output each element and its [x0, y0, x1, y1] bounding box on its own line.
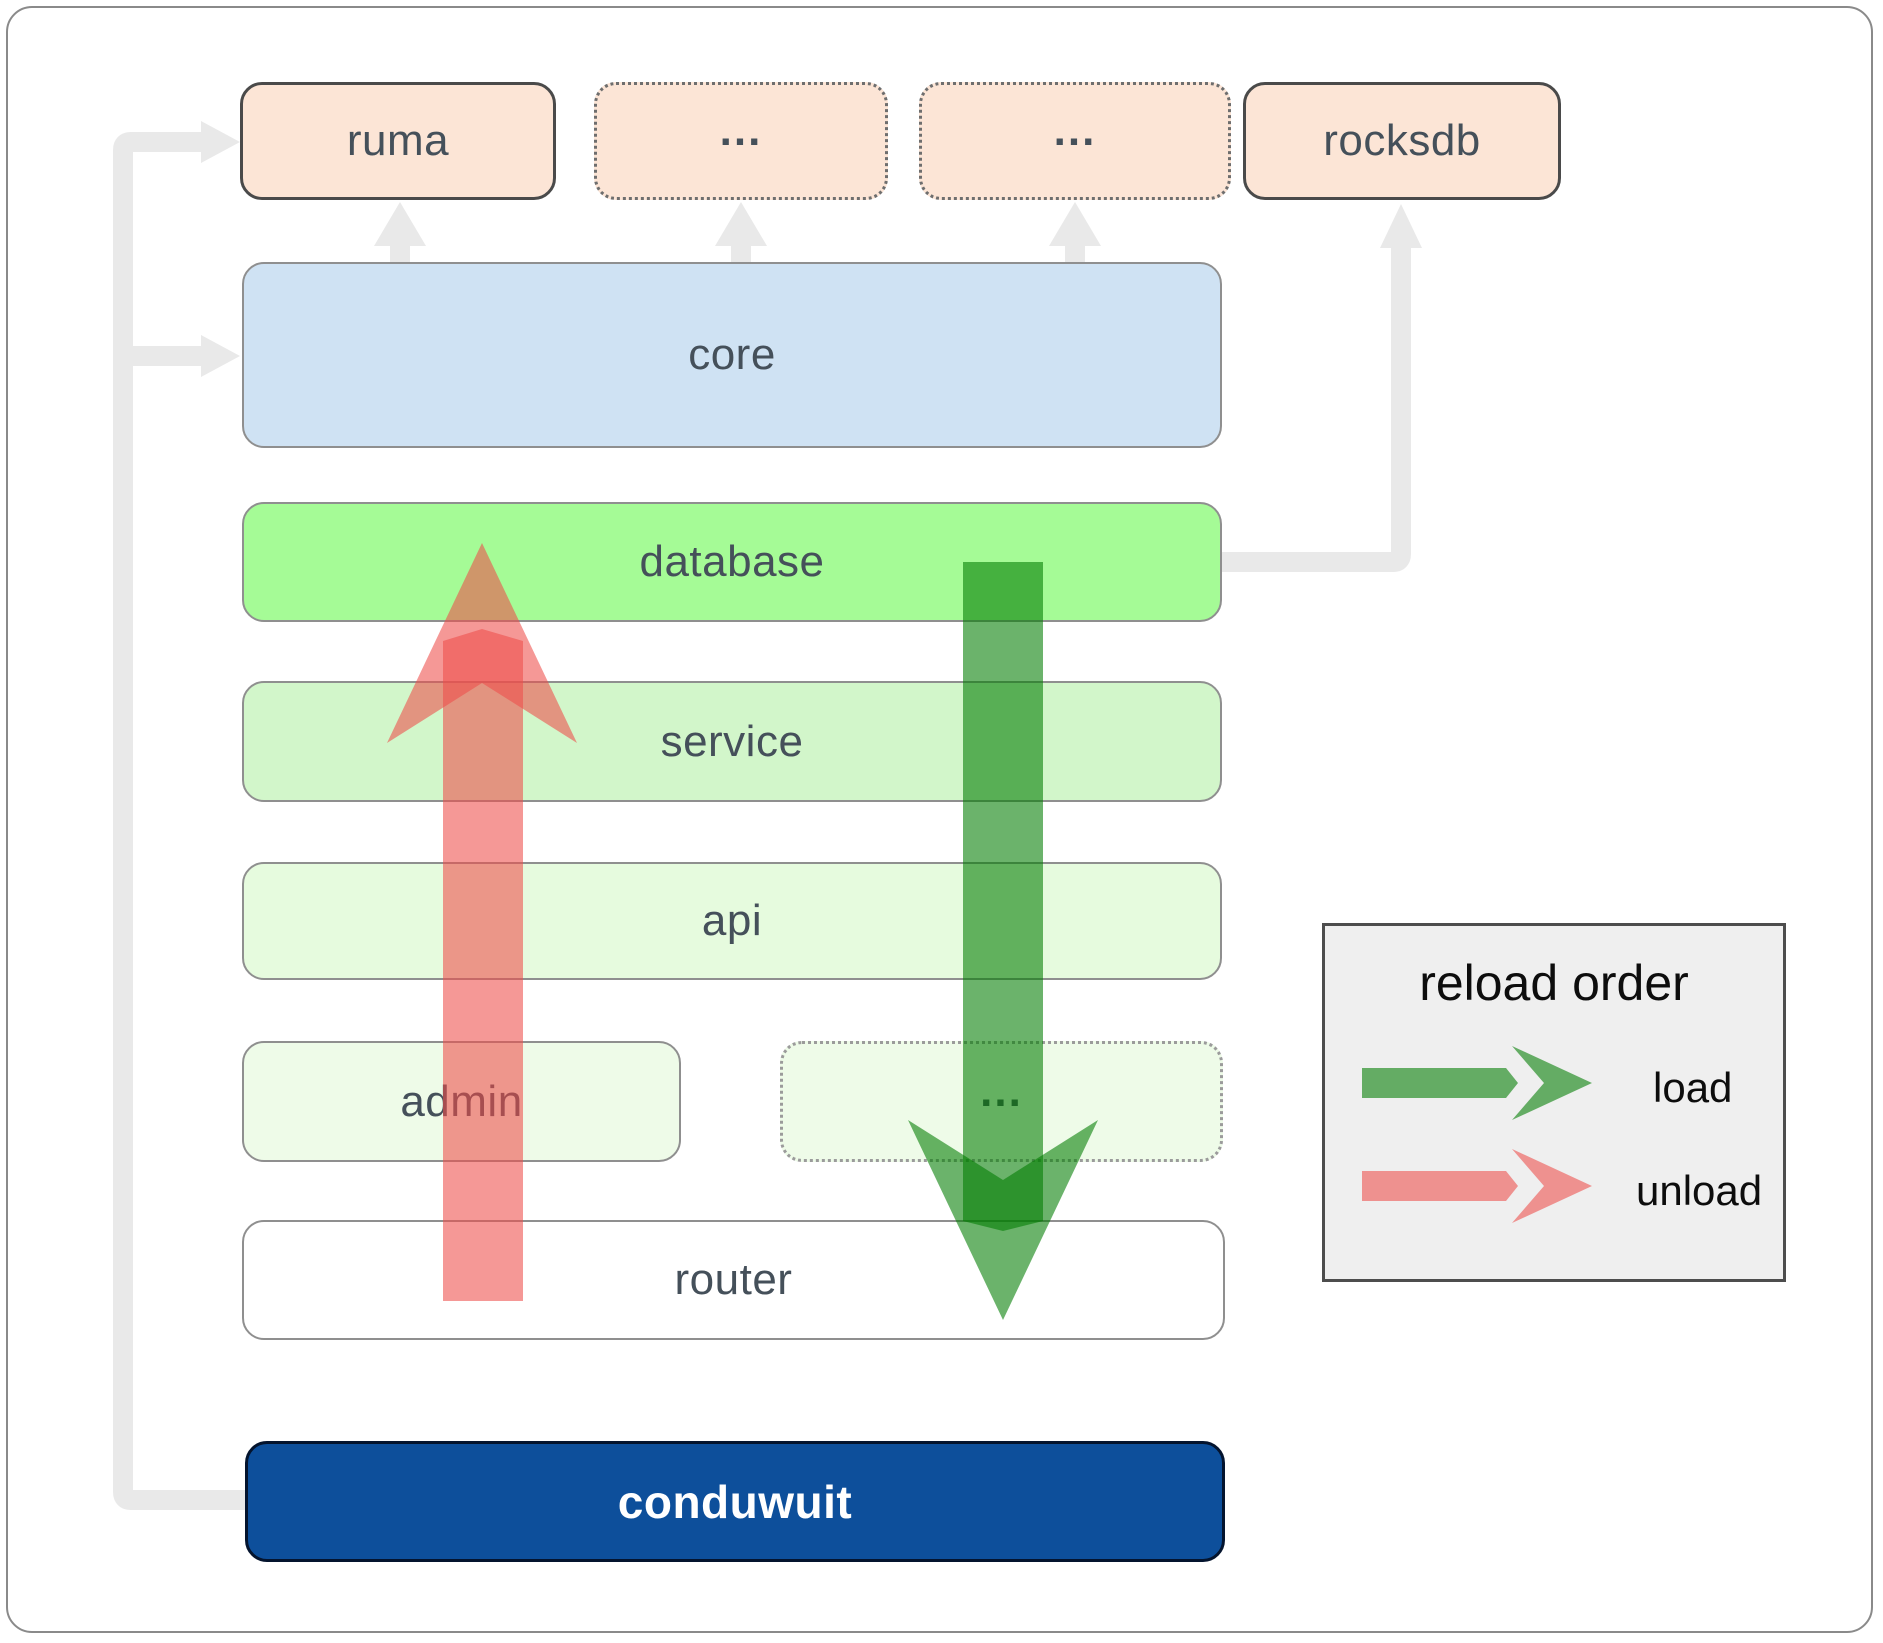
node-rocksdb-label: rocksdb: [1323, 116, 1481, 165]
node-ellipsis-top-2: ...: [919, 82, 1231, 200]
node-router: router: [242, 1220, 1225, 1340]
diagram-outer-frame: [6, 6, 1873, 1633]
legend-unload-label: unload: [1636, 1167, 1763, 1214]
node-ellipsis-top-1-label: ...: [719, 106, 763, 155]
node-core: core: [242, 262, 1222, 448]
node-ellipsis-top-1: ...: [594, 82, 888, 200]
node-service-label: service: [660, 716, 804, 766]
node-ellipsis-admin-row: ...: [780, 1041, 1223, 1162]
node-core-label: core: [688, 330, 776, 379]
legend-title: reload order: [1419, 955, 1689, 1011]
node-database: database: [242, 502, 1222, 622]
node-router-label: router: [674, 1255, 793, 1304]
node-service: service: [242, 681, 1222, 802]
node-database-label: database: [639, 537, 825, 586]
node-ruma-label: ruma: [346, 116, 450, 165]
legend-load-label: load: [1653, 1064, 1733, 1111]
node-rocksdb: rocksdb: [1243, 82, 1561, 200]
node-ruma: ruma: [240, 82, 556, 200]
node-admin-label: admin: [400, 1076, 523, 1126]
node-api-label: api: [701, 896, 763, 945]
node-ellipsis-admin-row-label: ...: [980, 1066, 1023, 1116]
legend: reload order load unload: [1322, 923, 1786, 1282]
node-admin: admin: [242, 1041, 681, 1162]
node-ellipsis-top-2-label: ...: [1053, 106, 1097, 155]
node-conduwuit-label: conduwuit: [617, 1475, 853, 1528]
node-api: api: [242, 862, 1222, 980]
node-conduwuit: conduwuit: [245, 1441, 1225, 1562]
